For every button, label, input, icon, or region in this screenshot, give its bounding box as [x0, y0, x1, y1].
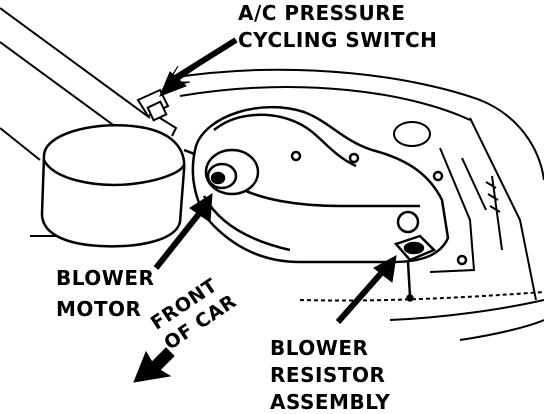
blower-housing [191, 105, 468, 266]
resistor-label-line1: BLOWER [270, 336, 369, 360]
cowl-panel [393, 121, 487, 273]
ac-switch-part [136, 88, 178, 137]
blower-motor-label-line1: BLOWER [56, 266, 155, 290]
fender-lines [0, 7, 544, 341]
blower-motor-label: BLOWER MOTOR [56, 268, 154, 319]
resistor-label-line3: ASSEMBLY [270, 390, 391, 414]
resistor-label-line2: RESISTOR [270, 363, 386, 387]
leader-arrows [133, 37, 397, 383]
front-of-car-arrow [133, 347, 175, 383]
ac-switch-label-line1: A/C PRESSURE [238, 1, 406, 25]
blower-motor-label-line2: MOTOR [56, 297, 142, 321]
resistor-label: BLOWER RESISTOR ASSEMBLY [270, 338, 390, 412]
resistor-part [393, 210, 437, 302]
ac-switch-label-line2: CYCLING SWITCH [238, 28, 438, 52]
resistor-arrow [335, 268, 387, 324]
blower-motor-part [204, 148, 260, 196]
blower-motor-arrow [153, 208, 205, 270]
ac-switch-label: A/C PRESSURE CYCLING SWITCH [238, 3, 437, 50]
